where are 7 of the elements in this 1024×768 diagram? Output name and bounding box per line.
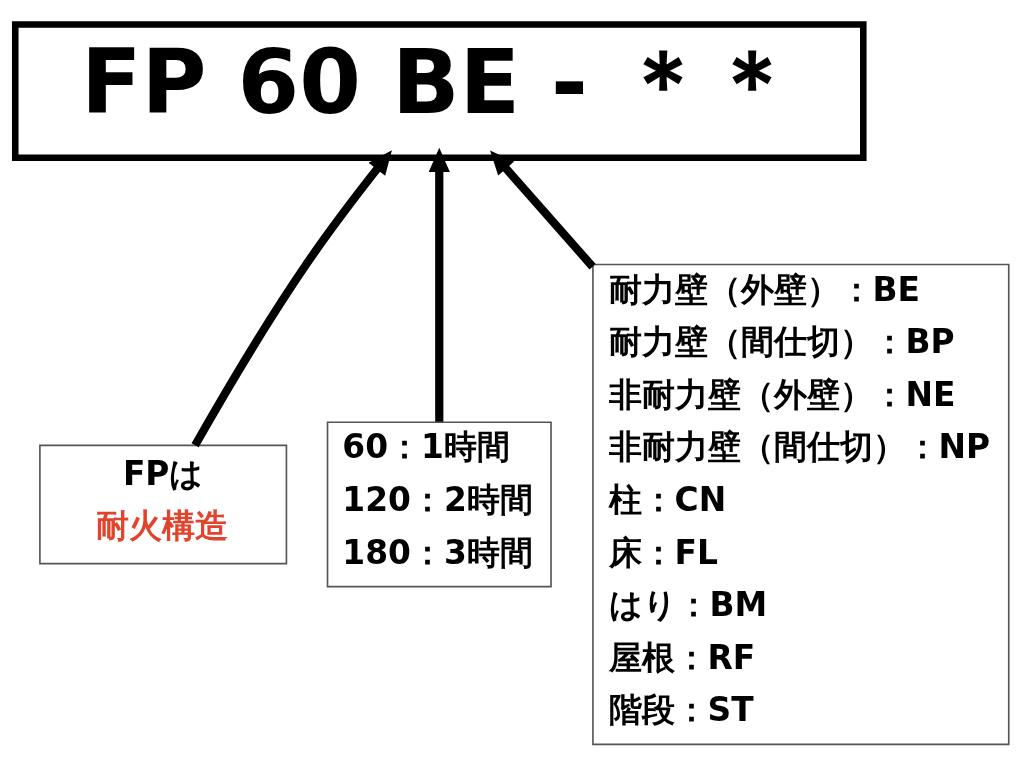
arrow [428,147,450,422]
node-box: 耐力壁（外壁）：BE 耐力壁（間仕切）：BP 非耐力壁（外壁）：NE 非耐力壁（間仕切）：NP 柱：CN 床：FL はり：BM 屋根：RF 階段：ST [592,263,1010,745]
node-box: 60：1時間 120：2時間 180：3時間 [326,421,552,587]
node-box: FP 60 BE - ＊＊ [11,20,867,161]
arrow [490,149,596,269]
arrow [191,149,392,447]
node-box: FPは 耐火構造 [39,444,288,564]
